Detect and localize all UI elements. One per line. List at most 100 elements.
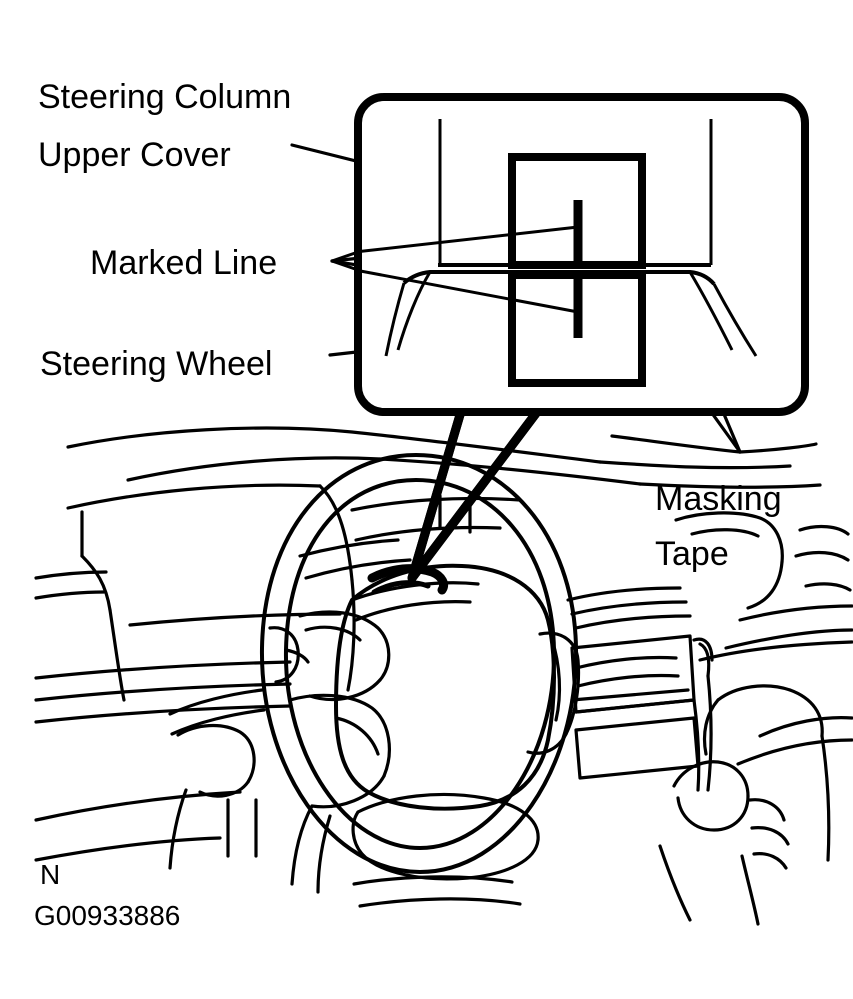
label-marked-line: Marked Line	[90, 244, 277, 282]
wheel-inner-curve-left	[396, 271, 432, 351]
spoke-right-inner	[550, 638, 562, 722]
cluster-left-curve	[80, 554, 112, 612]
callout-contents	[354, 119, 758, 387]
console-vent-divider-2	[570, 688, 690, 702]
rim-grip-left-line	[284, 648, 310, 664]
wheel-inner-curve-right-2	[712, 283, 758, 357]
hub-left-pad-line	[304, 625, 362, 642]
stalk-left	[168, 688, 264, 716]
knuckle-2	[676, 794, 750, 832]
label-steering-wheel: Steering Wheel	[40, 345, 272, 383]
wheel-inner-curve-right	[688, 271, 734, 351]
dash-behind-wheel-4	[304, 558, 412, 580]
right-edge-line-2	[736, 738, 853, 766]
diagram-labels: Steering Column Upper Cover Marked Line …	[34, 78, 782, 931]
leader-marked-arrow-upper	[330, 250, 360, 263]
wheel-marked-tape-2	[371, 580, 431, 595]
knuckle-1	[672, 760, 750, 798]
column-shroud-top	[352, 875, 514, 886]
callout-leader-to-lower-mark	[354, 268, 579, 314]
spoke-right-2	[526, 732, 568, 755]
dash-trim-left-6	[34, 704, 292, 724]
label-steering-column-line2: Upper Cover	[38, 136, 231, 174]
label-masking-tape-line1: Masking	[655, 480, 782, 518]
dash-trim-left-2	[34, 590, 106, 600]
lever-left	[702, 698, 720, 756]
dash-bottom-left-2	[34, 836, 222, 862]
dash-right-lower-2	[724, 628, 853, 650]
lower-left-edge	[168, 788, 188, 870]
label-masking-tape-line2: Tape	[655, 535, 729, 573]
dash-bottom-left	[34, 790, 242, 822]
right-vent-inner	[690, 528, 760, 538]
console-vent-lower	[574, 716, 700, 780]
leader-marked-arrow-lower	[330, 259, 360, 272]
dash-trim-left-4	[34, 660, 292, 680]
lower-left-vent	[176, 723, 256, 784]
leader-masking-base-left	[610, 434, 742, 454]
right-vent-edge-far-2	[794, 550, 850, 562]
steering-wheel-rim-outer	[259, 453, 579, 874]
figure-code: G00933886	[34, 900, 180, 931]
spoke-left	[288, 693, 391, 778]
console-right-edge-2	[706, 674, 713, 792]
horn-pad-top	[356, 792, 540, 842]
right-vent-outline	[674, 511, 784, 564]
dash-behind-wheel-3	[298, 538, 400, 558]
spoke-left-inner	[334, 716, 380, 756]
cluster-left-lower	[108, 608, 126, 702]
hand-right-edge	[740, 854, 760, 926]
rim-spoke-bottom-left-2	[316, 814, 332, 894]
lever-right	[788, 688, 824, 738]
hub-left-pad	[298, 610, 391, 682]
dash-trim-left-5	[34, 682, 292, 702]
lever-top-curve	[716, 684, 792, 702]
finger-1	[748, 798, 786, 822]
vehicle-interior-scene	[34, 426, 853, 926]
stalk-right	[574, 655, 678, 670]
label-steering-column-line1: Steering Column	[38, 78, 291, 116]
leader-masking-base-right	[738, 442, 818, 454]
finger-3	[752, 852, 788, 870]
finger-2	[750, 826, 790, 846]
dash-top-edge-3	[378, 457, 642, 486]
callout-pointer-wedge	[407, 403, 545, 583]
horn-pad-bottom	[360, 838, 540, 881]
stalk-right-2	[576, 673, 680, 688]
console-top-3	[574, 614, 692, 630]
stalk-left-2	[170, 708, 266, 736]
dash-behind-wheel-2	[354, 525, 502, 542]
console-vent-divider	[574, 698, 696, 714]
console-top-2	[570, 600, 688, 616]
dash-top-edge-2	[126, 456, 382, 482]
cluster-hood-top	[66, 483, 322, 510]
column-shroud-bottom	[358, 897, 522, 908]
hand-left-edge	[658, 844, 692, 922]
right-vent-edge-far	[798, 524, 850, 536]
right-edge-line-1	[758, 716, 853, 738]
dash-right-top	[598, 460, 792, 470]
orientation-marker: N	[40, 859, 60, 890]
horn-pad-left	[351, 810, 364, 856]
right-vent-outline-2	[746, 560, 784, 610]
lever-right-lower	[820, 734, 831, 862]
dash-right-lower-1	[738, 604, 853, 622]
dash-behind-wheel-1	[350, 496, 522, 512]
rim-grip-left	[268, 626, 300, 684]
console-top-1	[566, 586, 682, 602]
wheel-inner-curve-left-2	[384, 282, 406, 357]
callout-leader-to-upper-mark	[354, 225, 579, 254]
dash-top-edge	[66, 426, 602, 464]
dash-trim-left-1	[34, 570, 108, 580]
airbag-hub	[334, 563, 556, 811]
console-right-trim-2	[698, 642, 711, 678]
right-vent-edge-far-3	[804, 582, 852, 592]
spoke-right	[538, 631, 581, 736]
wheel-marked-tape	[367, 564, 448, 595]
rim-spoke-bottom-left	[290, 804, 314, 886]
console-right-edge	[692, 698, 701, 792]
hub-top-crease-2	[354, 600, 472, 622]
right-trim-diag	[698, 640, 853, 662]
